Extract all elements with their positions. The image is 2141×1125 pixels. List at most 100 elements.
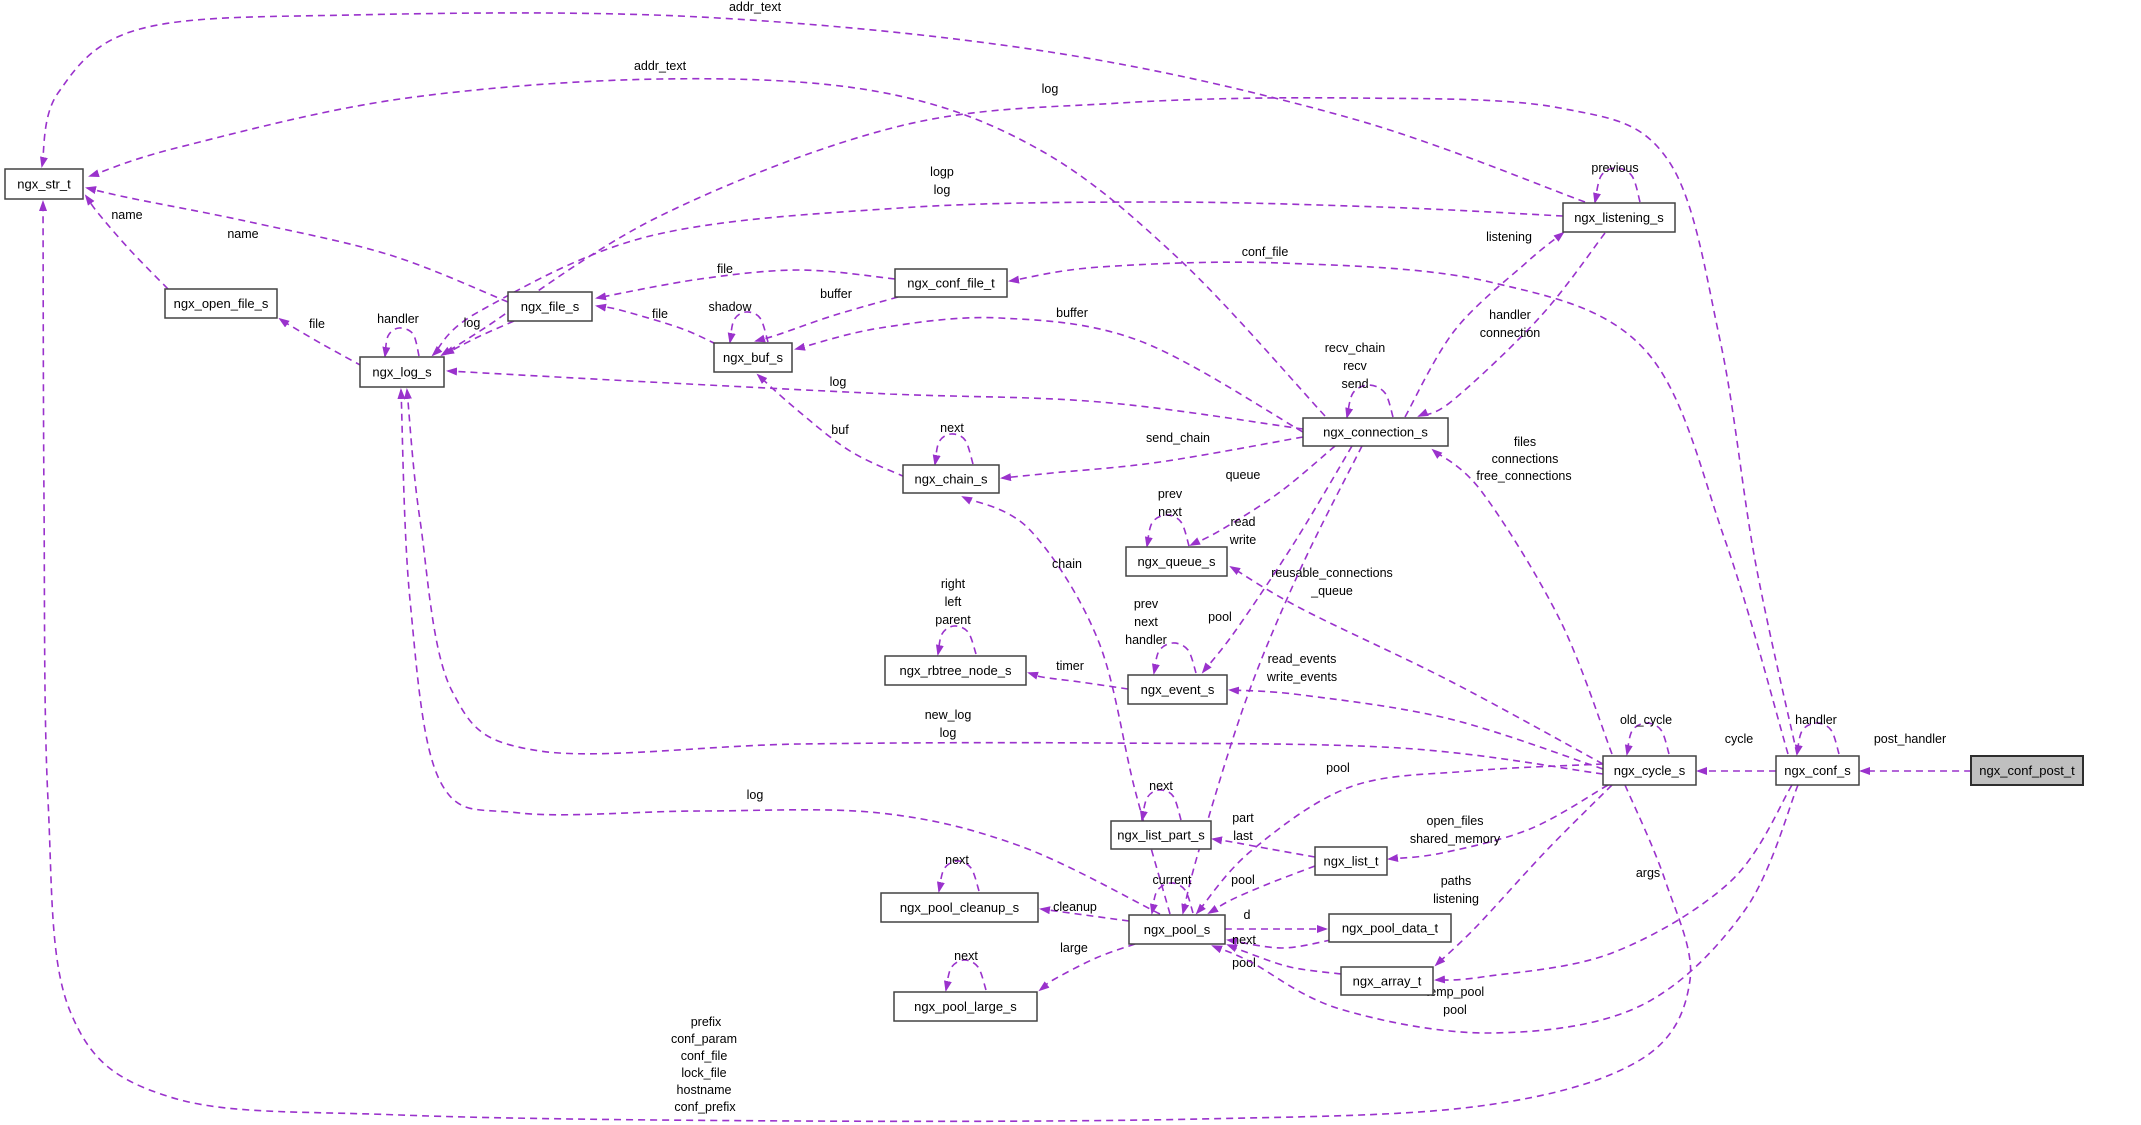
edge-label: conf_file (1242, 245, 1289, 259)
edge-label: pool (1443, 1003, 1467, 1017)
edge-label: read (1230, 515, 1255, 529)
edge-label: recv_chain (1325, 341, 1385, 355)
edge-label: log (747, 788, 764, 802)
edge-label: handler (1795, 713, 1837, 727)
edge-label: recv (1343, 359, 1367, 373)
node-ngx_conf_post_t[interactable]: ngx_conf_post_t (1970, 755, 2084, 786)
edge-ngx_array_t-to-ngx_pool_s: pool (1226, 944, 1342, 975)
node-ngx_array_t[interactable]: ngx_array_t (1340, 966, 1434, 996)
edge-label: logp (930, 165, 954, 179)
node-ngx_conf_file_t[interactable]: ngx_conf_file_t (894, 268, 1008, 298)
node-label-ngx_list_part_s: ngx_list_part_s (1117, 828, 1205, 843)
edge-ngx_event_s-to-ngx_rbtree_node_s: timer (1027, 659, 1129, 690)
node-ngx_queue_s[interactable]: ngx_queue_s (1125, 546, 1228, 577)
edge-ngx_conf_s-to-ngx_log_s: log (440, 82, 1798, 755)
edge-ngx_conf_file_t-to-ngx_buf_s: buffer (754, 287, 899, 343)
edge-label: next (1149, 779, 1173, 793)
edge-label: pool (1208, 610, 1232, 624)
edge-ngx_file_s-to-ngx_str_t: name (85, 186, 509, 303)
edge-label: args (1636, 866, 1660, 880)
node-label-ngx_pool_s: ngx_pool_s (1144, 922, 1211, 937)
node-ngx_pool_data_t[interactable]: ngx_pool_data_t (1328, 913, 1452, 943)
edge-label: log (940, 726, 957, 740)
edge-ngx_connection_s-to-ngx_log_s: log (446, 367, 1304, 430)
edge-ngx_log_s-to-ngx_log_s: handler (377, 312, 420, 358)
node-ngx_open_file_s[interactable]: ngx_open_file_s (164, 288, 278, 319)
node-label-ngx_listening_s: ngx_listening_s (1574, 210, 1664, 225)
edge-label: right (941, 577, 966, 591)
node-ngx_list_part_s[interactable]: ngx_list_part_s (1110, 820, 1212, 850)
node-ngx_list_t[interactable]: ngx_list_t (1314, 846, 1388, 876)
edge-ngx_conf_s-to-ngx_array_t: args (1434, 784, 1793, 984)
edge-ngx_open_file_s-to-ngx_str_t: name (84, 194, 169, 290)
edge-label: timer (1056, 659, 1084, 673)
edge-ngx_chain_s-to-ngx_chain_s: next (932, 421, 974, 466)
edge-label: part (1232, 811, 1254, 825)
edge-ngx_connection_s-to-ngx_chain_s: send_chain (1000, 431, 1304, 482)
edge-label: next (1232, 933, 1256, 947)
edge-label: file (309, 317, 325, 331)
node-ngx_connection_s[interactable]: ngx_connection_s (1302, 417, 1449, 447)
edge-ngx_pool_large_s-to-ngx_pool_large_s: next (943, 949, 987, 992)
edge-label: conf_param (671, 1032, 737, 1046)
node-ngx_cycle_s[interactable]: ngx_cycle_s (1602, 755, 1697, 786)
node-ngx_rbtree_node_s[interactable]: ngx_rbtree_node_s (884, 655, 1027, 686)
edge-label: new_log (925, 708, 972, 722)
edge-ngx_pool_s-to-ngx_pool_large_s: large (1038, 941, 1136, 992)
edge-ngx_list_t-to-ngx_list_part_s: part last (1211, 811, 1316, 858)
edge-label: paths (1441, 874, 1472, 888)
edge-ngx_listening_s-to-ngx_str_t: addr_text (40, 0, 1586, 203)
edge-ngx_list_part_s-to-ngx_list_part_s: next (1139, 779, 1182, 822)
node-ngx_chain_s[interactable]: ngx_chain_s (902, 464, 1000, 494)
edge-label: pool (1232, 956, 1256, 970)
node-ngx_listening_s[interactable]: ngx_listening_s (1562, 202, 1676, 233)
node-ngx_conf_s[interactable]: ngx_conf_s (1775, 755, 1860, 786)
edge-label: open_files (1427, 814, 1484, 828)
edge-label: file (652, 307, 668, 321)
edge-ngx_list_t-to-ngx_pool_s: pool (1207, 865, 1316, 915)
edge-label: name (111, 208, 142, 222)
edge-ngx_conf_s-to-ngx_conf_file_t: conf_file (1008, 245, 1789, 755)
edge-label: listening (1486, 230, 1532, 244)
node-ngx_str_t[interactable]: ngx_str_t (4, 168, 84, 200)
edge-label: handler (1489, 308, 1531, 322)
edge-ngx_pool_s-to-ngx_chain_s: chain (961, 496, 1171, 915)
edge-label: last (1233, 829, 1253, 843)
edge-label: pool (1231, 873, 1255, 887)
edge-label: read_events (1268, 652, 1337, 666)
node-ngx_pool_s[interactable]: ngx_pool_s (1128, 914, 1226, 945)
edge-label: chain (1052, 557, 1082, 571)
edge-label: handler (1125, 633, 1167, 647)
edge-label: prev (1158, 487, 1183, 501)
edge-label: buf (831, 423, 849, 437)
node-ngx_pool_large_s[interactable]: ngx_pool_large_s (893, 991, 1038, 1022)
edge-label: large (1060, 941, 1088, 955)
edge-label: free_connections (1476, 469, 1571, 483)
node-ngx_file_s[interactable]: ngx_file_s (507, 291, 593, 322)
node-ngx_pool_cleanup_s[interactable]: ngx_pool_cleanup_s (880, 892, 1039, 923)
edge-label: reusable_connections (1271, 566, 1393, 580)
edge-label: send_chain (1146, 431, 1210, 445)
node-ngx_log_s[interactable]: ngx_log_s (359, 356, 445, 388)
edge-label: conf_file (681, 1049, 728, 1063)
edge-ngx_connection_s-to-ngx_str_t: addr_text (88, 59, 1326, 417)
edge-label: next (940, 421, 964, 435)
edge-ngx_file_s-to-ngx_log_s: log (443, 316, 515, 355)
edge-ngx_cycle_s-to-ngx_cycle_s: old_cycle (1620, 713, 1672, 756)
edge-label: log (830, 375, 847, 389)
node-ngx_buf_s[interactable]: ngx_buf_s (713, 342, 793, 373)
edge-ngx_connection_s-to-ngx_queue_s: queue (1189, 445, 1336, 546)
node-label-ngx_chain_s: ngx_chain_s (915, 472, 988, 487)
edge-label: next (1158, 505, 1182, 519)
node-ngx_event_s[interactable]: ngx_event_s (1127, 674, 1228, 705)
edge-label: connections (1492, 452, 1559, 466)
edge-label: log (934, 183, 951, 197)
edge-label: addr_text (634, 59, 687, 73)
edge-ngx_cycle_s-to-ngx_str_t: prefixconf_paramconf_filelock_filehostna… (39, 200, 1692, 1123)
